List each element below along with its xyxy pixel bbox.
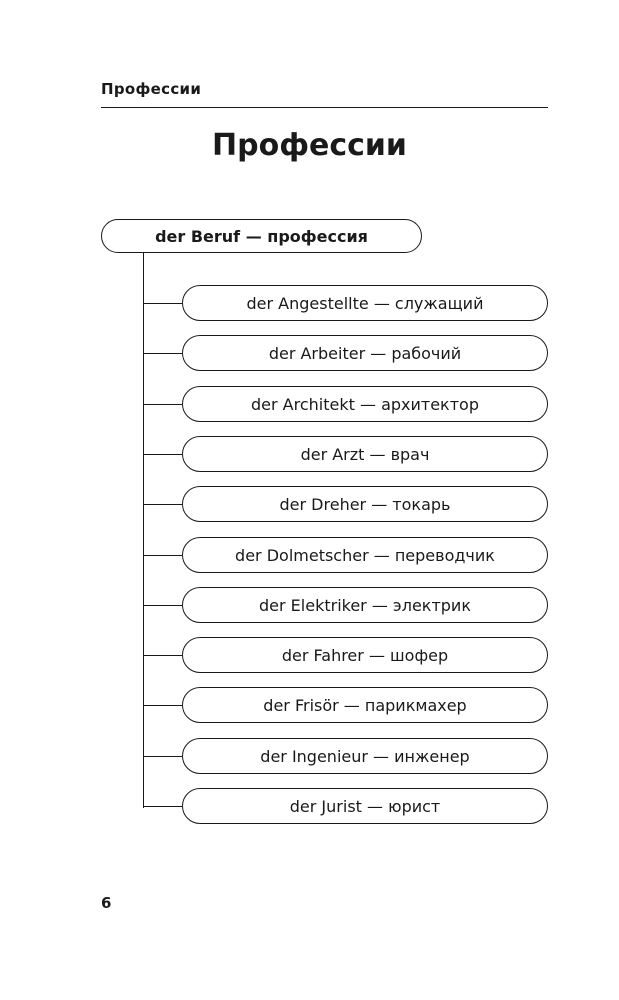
running-head: Профессии — [101, 80, 202, 98]
vocabulary-item-box: der Ingenieur — инженер — [182, 738, 548, 774]
vocabulary-item-box: der Arzt — врач — [182, 436, 548, 472]
vocabulary-item-label: der Elektriker — электрик — [259, 595, 471, 615]
vocabulary-item-box: der Arbeiter — рабочий — [182, 335, 548, 371]
vocabulary-item-label: der Arbeiter — рабочий — [268, 343, 462, 363]
vocabulary-item-box: der Dolmetscher — переводчик — [182, 537, 548, 573]
vocabulary-item-label: der Jurist — юрист — [289, 796, 441, 816]
tree-trunk-line — [143, 253, 144, 808]
branch-connector — [143, 404, 182, 405]
branch-connector — [143, 555, 182, 556]
vocabulary-item-box: der Jurist — юрист — [182, 788, 548, 824]
branch-connector — [143, 454, 182, 455]
vocabulary-item-label: der Fahrer — шофер — [281, 645, 449, 665]
branch-connector — [143, 504, 182, 505]
vocabulary-item-box: der Elektriker — электрик — [182, 587, 548, 623]
vocabulary-item-box: der Fahrer — шофер — [182, 637, 548, 673]
vocabulary-item-label: der Architekt — архитектор — [251, 394, 479, 414]
vocabulary-item-box: der Architekt — архитектор — [182, 386, 548, 422]
page-number: 6 — [101, 894, 112, 912]
vocabulary-item-label: der Frisör — парикмахер — [263, 695, 467, 715]
branch-connector — [143, 705, 182, 706]
branch-connector — [143, 806, 182, 807]
root-term-box: der Beruf — профессия — [101, 219, 422, 253]
vocabulary-item-label: der Arzt — врач — [300, 444, 430, 464]
branch-connector — [143, 303, 182, 304]
branch-connector — [143, 655, 182, 656]
vocabulary-item-label: der Dreher — токарь — [279, 494, 451, 514]
root-term-label: der Beruf — профессия — [155, 226, 368, 246]
header-rule — [101, 107, 548, 108]
vocabulary-item-box: der Angestellte — служащий — [182, 285, 548, 321]
vocabulary-item-box: der Frisör — парикмахер — [182, 687, 548, 723]
branch-connector — [143, 605, 182, 606]
page-title: Профессии — [212, 128, 407, 163]
branch-connector — [143, 353, 182, 354]
vocabulary-item-label: der Ingenieur — инженер — [260, 746, 470, 766]
vocabulary-item-label: der Angestellte — служащий — [246, 293, 484, 313]
vocabulary-item-box: der Dreher — токарь — [182, 486, 548, 522]
vocabulary-item-label: der Dolmetscher — переводчик — [235, 545, 495, 565]
branch-connector — [143, 756, 182, 757]
